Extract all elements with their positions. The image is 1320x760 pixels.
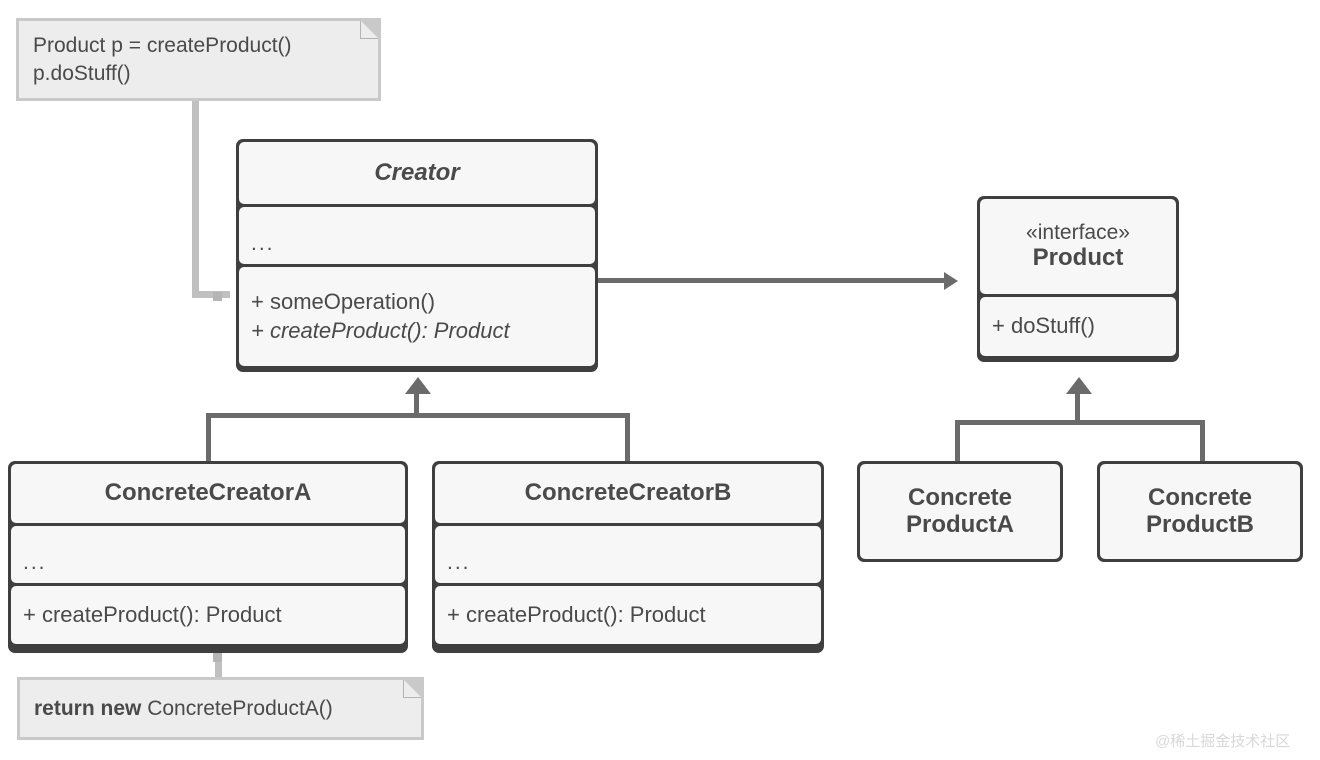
class-creator-title-compartment: Creator <box>239 142 595 204</box>
class-box-concrete-creator-a[interactable]: ConcreteCreatorA ... + createProduct(): … <box>8 461 408 653</box>
class-box-concrete-product-b[interactable]: Concrete ProductB <box>1097 461 1303 562</box>
note-client-code: Product p = createProduct() p.doStuff() <box>16 18 381 101</box>
class-product-stereotype: «interface» <box>1026 221 1130 245</box>
generalization-creator-drop-b <box>625 413 630 461</box>
note-factory-line: return new ConcreteProductA() <box>34 695 407 723</box>
class-product-title-compartment: «interface» Product <box>980 199 1176 294</box>
class-concrete-creator-b-attributes-compartment: ... <box>435 526 821 583</box>
note-factory-implementation: return new ConcreteProductA() <box>17 677 424 740</box>
class-concrete-product-a-name-line-2: ProductA <box>906 510 1014 538</box>
class-concrete-creator-b-methods-compartment: + createProduct(): Product <box>435 586 821 644</box>
class-concrete-product-a-name-line-1: Concrete <box>907 483 1013 511</box>
class-concrete-creator-a-name: ConcreteCreatorA <box>104 479 312 507</box>
class-creator-attributes: ... <box>251 232 275 256</box>
association-arrowhead-product <box>944 272 958 290</box>
note-fold-icon-factory <box>404 680 421 697</box>
class-box-creator[interactable]: Creator ... + someOperation() + createPr… <box>236 139 598 372</box>
class-concrete-product-b-name-line-2: ProductB <box>1146 510 1254 538</box>
generalization-product-drop-b <box>1200 420 1205 462</box>
generalization-creator-drop-a <box>206 413 211 461</box>
class-product-method-0: + doStuff() <box>992 313 1095 339</box>
class-creator-name: Creator <box>374 158 460 186</box>
class-box-concrete-creator-b[interactable]: ConcreteCreatorB ... + createProduct(): … <box>432 461 824 653</box>
class-concrete-creator-a-attributes-compartment: ... <box>11 526 405 583</box>
class-concrete-creator-a-methods-compartment: + createProduct(): Product <box>11 586 405 644</box>
class-concrete-creator-a-method-0: + createProduct(): Product <box>23 601 282 627</box>
class-product-name: Product <box>1032 244 1124 272</box>
note-factory-keyword: return new <box>34 696 142 720</box>
class-creator-attributes-compartment: ... <box>239 207 595 264</box>
note-connector-factory-vertical <box>215 651 222 677</box>
note-fold-icon <box>361 21 378 38</box>
class-concrete-product-a-title-compartment: Concrete ProductA <box>860 464 1060 559</box>
class-concrete-creator-b-title-compartment: ConcreteCreatorB <box>435 464 821 523</box>
watermark-text: @稀土掘金技术社区 <box>1155 733 1291 750</box>
class-box-product[interactable]: «interface» Product + doStuff() <box>977 196 1179 362</box>
generalization-product-crossbar <box>955 420 1205 425</box>
class-concrete-creator-b-method-0: + createProduct(): Product <box>447 601 706 627</box>
class-creator-methods-compartment: + someOperation() + createProduct(): Pro… <box>239 267 595 366</box>
note-client-code-line-2: p.doStuff() <box>33 61 131 85</box>
class-creator-method-0: + someOperation() <box>251 289 436 315</box>
class-concrete-product-b-name-line-1: Concrete <box>1147 483 1253 511</box>
generalization-product-stem <box>1075 393 1080 423</box>
generalization-arrowhead-creator <box>405 377 431 394</box>
note-connector-client-vertical <box>192 100 199 298</box>
class-box-concrete-product-a[interactable]: Concrete ProductA <box>857 461 1063 562</box>
generalization-creator-stem <box>414 393 419 415</box>
class-concrete-creator-a-title-compartment: ConcreteCreatorA <box>11 464 405 523</box>
note-client-code-line-1: Product p = createProduct() <box>33 33 292 57</box>
note-factory-expression: ConcreteProductA() <box>141 696 333 720</box>
class-concrete-product-b-title-compartment: Concrete ProductB <box>1100 464 1300 559</box>
association-creator-product-line <box>598 278 948 283</box>
class-product-methods-compartment: + doStuff() <box>980 297 1176 356</box>
note-connector-client-horizontal <box>192 291 230 298</box>
class-creator-method-1: + createProduct(): Product <box>251 317 510 343</box>
generalization-creator-crossbar <box>206 413 630 418</box>
generalization-product-drop-a <box>955 420 960 462</box>
class-concrete-creator-a-attributes: ... <box>23 551 47 575</box>
generalization-arrowhead-product <box>1066 377 1092 394</box>
note-connector-client-endpoint <box>213 292 222 301</box>
class-concrete-creator-b-attributes: ... <box>447 551 471 575</box>
note-connector-factory-endpoint <box>213 653 222 662</box>
class-concrete-creator-b-name: ConcreteCreatorB <box>524 479 732 507</box>
